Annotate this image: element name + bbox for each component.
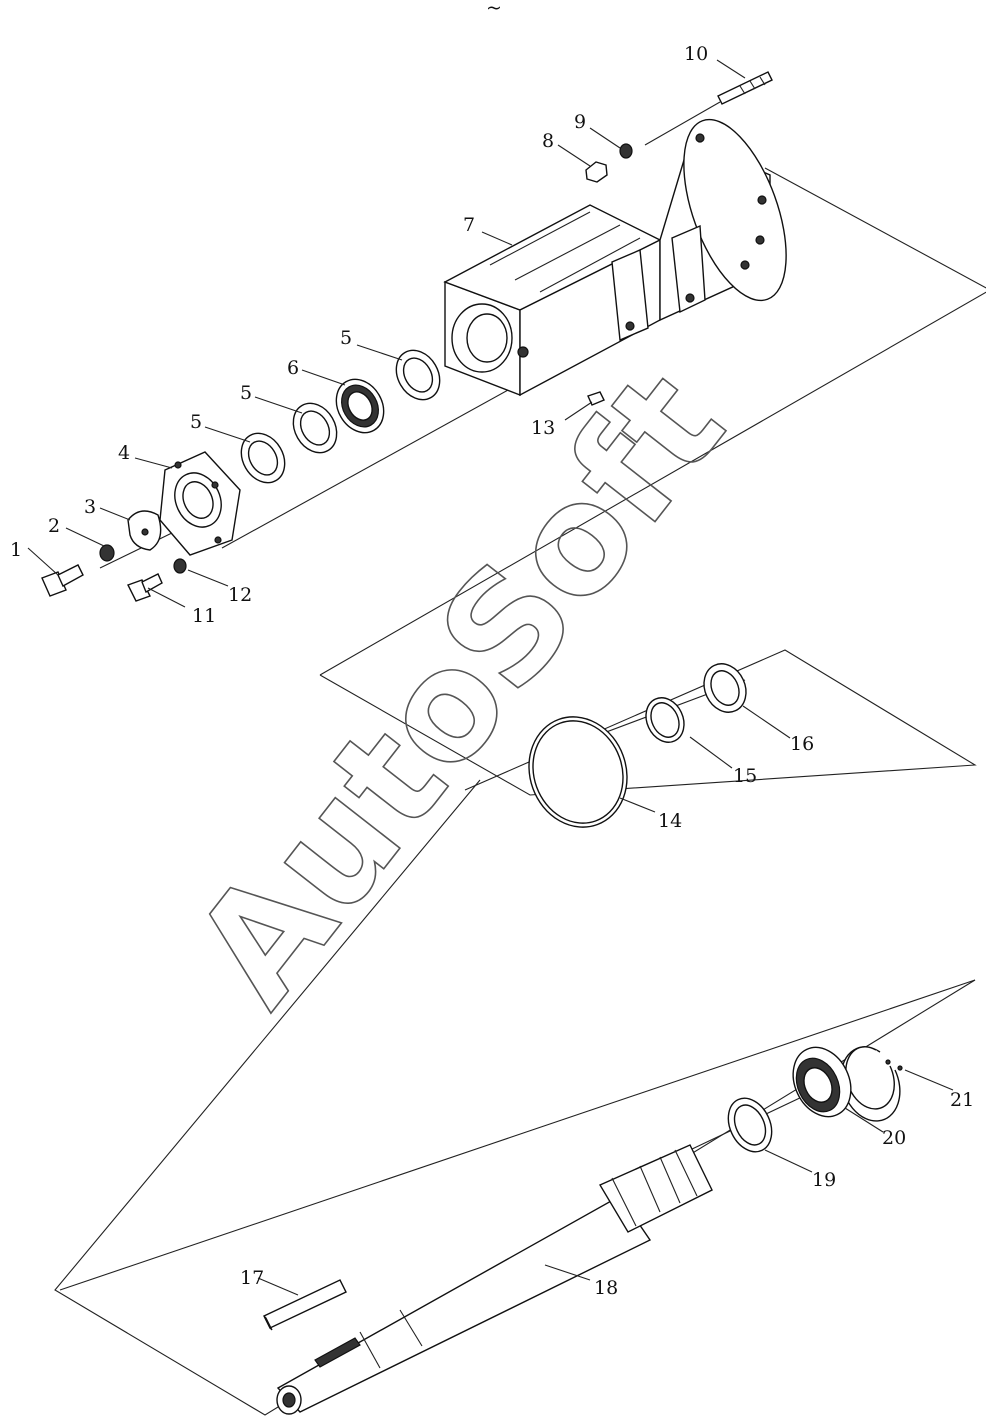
header-mark: ~ <box>486 0 502 19</box>
shim-ring <box>645 697 685 743</box>
gearbox-housing <box>443 118 787 397</box>
callout-2: 2 <box>48 515 60 537</box>
bearing-cap <box>159 451 241 556</box>
callout-12: 12 <box>228 584 252 606</box>
callout-6: 6 <box>287 357 299 379</box>
leader-lines <box>27 59 954 1296</box>
callout-14: 14 <box>658 810 682 832</box>
spacer-ring-lower <box>240 432 286 484</box>
callout-8: 8 <box>542 130 554 152</box>
callout-5-middle: 5 <box>240 382 252 404</box>
spacer-ring-upper <box>395 349 441 401</box>
splined-shaft <box>276 1144 713 1415</box>
callout-labels: 1 2 3 4 5 5 5 6 7 8 9 10 11 12 13 14 15 … <box>10 43 974 1299</box>
callout-13: 13 <box>531 417 555 439</box>
nut-and-washer <box>585 143 633 183</box>
callout-3: 3 <box>84 496 96 518</box>
spacer-ring-19 <box>727 1097 773 1153</box>
spacer-ring-middle <box>292 402 338 454</box>
hex-bolt-1 <box>41 564 84 597</box>
washer-12 <box>173 558 187 574</box>
callout-19: 19 <box>812 1169 836 1191</box>
bearing-6 <box>335 378 385 434</box>
hex-bolt-11 <box>127 573 163 602</box>
callout-21: 21 <box>950 1089 974 1111</box>
lock-plate <box>127 510 162 551</box>
circlip <box>840 1046 903 1122</box>
seal-ring <box>703 663 747 713</box>
bearing-20 <box>792 1046 852 1118</box>
callout-16: 16 <box>790 733 814 755</box>
spring-washer <box>99 544 115 562</box>
callout-1: 1 <box>10 539 22 561</box>
callout-5-lower: 5 <box>190 411 202 433</box>
callout-4: 4 <box>118 442 130 464</box>
callout-7: 7 <box>463 214 475 236</box>
o-ring <box>528 716 628 828</box>
callout-18: 18 <box>594 1277 618 1299</box>
grease-fitting <box>587 391 605 406</box>
callout-5-upper: 5 <box>340 327 352 349</box>
callout-20: 20 <box>882 1127 906 1149</box>
callout-15: 15 <box>733 765 757 787</box>
callout-11: 11 <box>192 605 216 627</box>
callout-17: 17 <box>240 1267 264 1289</box>
callout-9: 9 <box>574 111 586 133</box>
callout-10: 10 <box>684 43 708 65</box>
shaft-key <box>263 1279 347 1331</box>
stud-bolt <box>717 71 773 105</box>
